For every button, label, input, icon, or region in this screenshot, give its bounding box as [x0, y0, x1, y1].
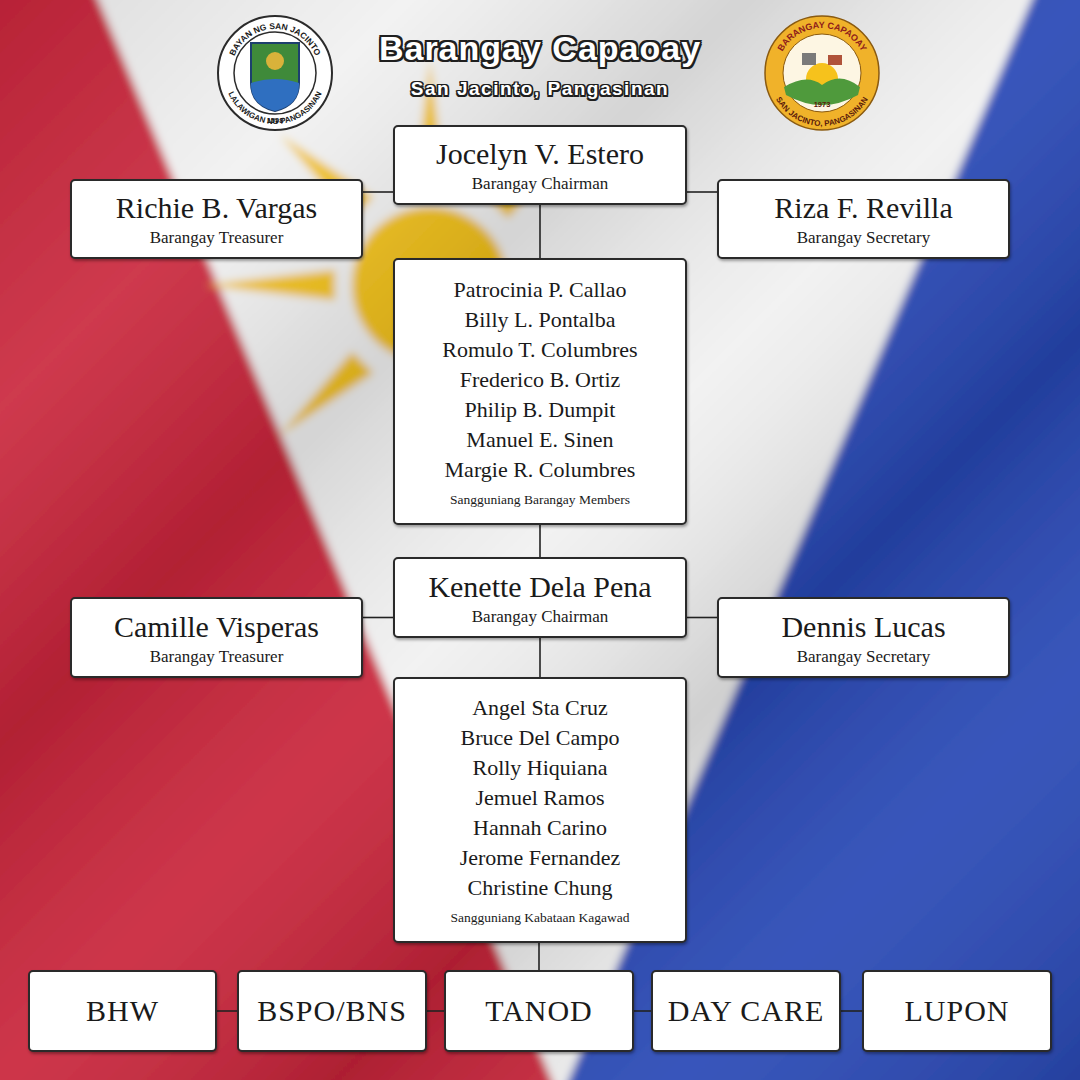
role-text: Barangay Treasurer	[150, 228, 284, 248]
connector-line	[427, 1010, 444, 1012]
seal-inner	[234, 32, 316, 114]
connector-line	[539, 525, 541, 557]
seal-text: 1973	[814, 100, 831, 109]
seal-text: BARANGAY CAPAOAY	[775, 20, 868, 53]
member-name: Hannah Carino	[473, 813, 607, 843]
connector-line	[634, 1010, 651, 1012]
name-text: Kenette Dela Pena	[428, 569, 651, 605]
subtitle: San Jacinto, Pangasinan	[0, 77, 1080, 101]
municipal-seal: BAYAN NG SAN JACINTO LALAWIGAN NG PANGASI…	[215, 13, 335, 133]
unit-label: LUPON	[904, 993, 1009, 1029]
org-box: Camille VisperasBarangay Treasurer	[70, 597, 363, 678]
connector-line	[217, 1010, 237, 1012]
group-label: Sangguniang Barangay Members	[450, 491, 630, 509]
member-name: Philip B. Dumpit	[465, 395, 616, 425]
unit-label: BHW	[86, 993, 159, 1029]
org-box: BSPO/BNS	[237, 970, 427, 1052]
unit-label: BSPO/BNS	[257, 993, 407, 1029]
connector-line	[363, 617, 393, 619]
seal-shield	[251, 43, 299, 111]
role-text: Barangay Treasurer	[150, 647, 284, 667]
org-box: Angel Sta CruzBruce Del CampoRolly Hiqui…	[393, 677, 687, 943]
role-text: Barangay Secretary	[797, 647, 931, 667]
member-name: Patrocinia P. Callao	[454, 275, 627, 305]
seal-emblem	[266, 52, 284, 70]
org-box: LUPON	[862, 970, 1052, 1052]
member-name: Angel Sta Cruz	[472, 693, 608, 723]
name-text: Dennis Lucas	[781, 609, 945, 645]
member-name: Christine Chung	[468, 873, 613, 903]
connector-line	[687, 191, 717, 193]
member-name: Margie R. Columbres	[445, 455, 636, 485]
unit-label: TANOD	[485, 993, 593, 1029]
connector-line	[539, 205, 541, 258]
seal-building	[802, 53, 816, 65]
seal-ring	[765, 16, 879, 130]
group-label: Sangguniang Kabataan Kagawad	[450, 909, 629, 927]
seal-text: 1598	[267, 116, 284, 125]
org-box: Kenette Dela PenaBarangay Chairman	[393, 557, 687, 638]
seal-water	[251, 79, 299, 111]
seal-text: BAYAN NG SAN JACINTO	[227, 21, 323, 58]
member-name: Jerome Fernandez	[460, 843, 621, 873]
connector-line	[539, 638, 541, 677]
name-text: Camille Visperas	[114, 609, 319, 645]
barangay-seal: BARANGAY CAPAOAY SAN JACINTO, PANGASINAN1…	[762, 13, 882, 133]
role-text: Barangay Chairman	[472, 607, 608, 627]
connector-line	[363, 191, 393, 193]
org-box: Richie B. VargasBarangay Treasurer	[70, 179, 363, 259]
connector-line	[687, 617, 717, 619]
org-box: Dennis LucasBarangay Secretary	[717, 597, 1010, 678]
org-box: Riza F. RevillaBarangay Secretary	[717, 179, 1010, 259]
connector-line	[538, 943, 540, 970]
seal-building	[828, 55, 842, 65]
seal-text: SAN JACINTO, PANGASINAN	[774, 95, 870, 128]
org-box: DAY CARE	[651, 970, 841, 1052]
seal-ring	[218, 16, 332, 130]
role-text: Barangay Secretary	[797, 228, 931, 248]
member-name: Jemuel Ramos	[476, 783, 605, 813]
name-text: Richie B. Vargas	[116, 190, 317, 226]
name-text: Jocelyn V. Estero	[436, 136, 644, 172]
page-title: Barangay Capaoay	[0, 27, 1080, 69]
member-name: Billy L. Pontalba	[465, 305, 616, 335]
member-name: Romulo T. Columbres	[442, 335, 637, 365]
org-box: Jocelyn V. EsteroBarangay Chairman	[393, 125, 687, 205]
member-name: Manuel E. Sinen	[466, 425, 613, 455]
connector-line	[841, 1010, 862, 1012]
unit-label: DAY CARE	[668, 993, 825, 1029]
member-name: Bruce Del Campo	[461, 723, 620, 753]
seal-inner	[783, 34, 861, 112]
role-text: Barangay Chairman	[472, 174, 608, 194]
org-box: Patrocinia P. CallaoBilly L. PontalbaRom…	[393, 258, 687, 525]
name-text: Riza F. Revilla	[774, 190, 952, 226]
org-box: BHW	[28, 970, 217, 1052]
org-box: TANOD	[444, 970, 634, 1052]
seal-text: LALAWIGAN NG PANGASINAN	[226, 90, 323, 126]
member-name: Frederico B. Ortiz	[460, 365, 621, 395]
member-name: Rolly Hiquiana	[472, 753, 607, 783]
